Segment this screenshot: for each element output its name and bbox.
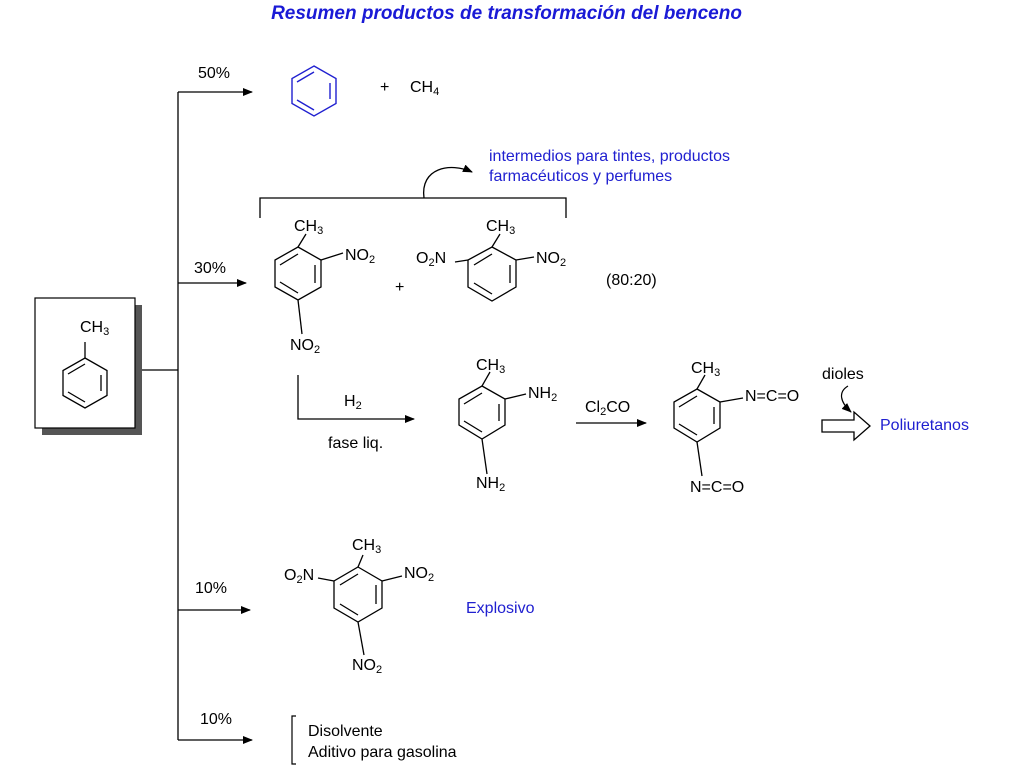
tnt-nitro-right: NO2	[404, 565, 435, 584]
benzene-ring	[291, 65, 337, 117]
tda-methyl: CH3	[476, 357, 506, 376]
dnt-bracket	[259, 164, 567, 218]
tnt-nitro-para: NO2	[352, 657, 383, 676]
percent-30: 30%	[194, 260, 227, 277]
dnt24-nitro-4: NO2	[290, 337, 321, 356]
uses-bracket	[291, 715, 296, 765]
tdi-ring	[673, 374, 744, 477]
uses-line-1: intermedios para tintes, productos	[489, 148, 731, 165]
dnt26-nitro-left: O2N	[416, 250, 447, 269]
dnt-26-ring	[454, 233, 535, 302]
tda-amine-2: NH2	[528, 385, 558, 404]
branch-tree	[142, 88, 253, 744]
plus-sign-2: +	[395, 279, 405, 296]
toluene-ring	[62, 342, 108, 409]
percent-10-a: 10%	[195, 580, 228, 597]
dnt24-nitro-2: NO2	[345, 247, 376, 266]
tnt-ring	[317, 554, 403, 656]
methane-label: CH4	[410, 79, 440, 98]
diols-label: dioles	[822, 366, 864, 383]
toluene-methyl: CH3	[80, 319, 110, 338]
tnt-methyl: CH3	[352, 537, 382, 556]
polyurethanes-label: Poliuretanos	[880, 417, 969, 434]
dnt26-nitro-right: NO2	[536, 250, 567, 269]
h2-reagent: H2	[344, 393, 362, 412]
hollow-arrow-polyurethanes	[821, 410, 871, 442]
hydrogenation-arrow	[297, 375, 415, 423]
isomer-ratio: (80:20)	[606, 272, 657, 289]
percent-50: 50%	[198, 65, 231, 82]
dnt26-methyl: CH3	[486, 218, 516, 237]
toluene-box	[34, 297, 142, 435]
dioles-arrow	[841, 385, 852, 413]
dnt24-methyl: CH3	[294, 218, 324, 237]
dnt-24-ring	[274, 233, 344, 335]
tda-ring	[458, 371, 527, 475]
phosgene-reagent: Cl2CO	[585, 399, 631, 418]
tdi-isocyanate-2: N=C=O	[745, 388, 800, 405]
tdi-isocyanate-4: N=C=O	[690, 479, 745, 496]
tda-amine-4: NH2	[476, 475, 506, 494]
page-title: Resumen productos de transformación del …	[271, 3, 742, 24]
uses-line-2: farmacéuticos y perfumes	[489, 168, 673, 185]
percent-10-b: 10%	[200, 711, 233, 728]
plus-sign-1: +	[380, 79, 390, 96]
tdi-methyl: CH3	[691, 360, 721, 379]
gasoline-additive-label: Aditivo para gasolina	[308, 744, 457, 761]
tnt-nitro-left: O2N	[284, 567, 315, 586]
explosive-label: Explosivo	[466, 600, 535, 617]
solvent-label: Disolvente	[308, 723, 383, 740]
liquid-phase-label: fase liq.	[328, 435, 384, 452]
